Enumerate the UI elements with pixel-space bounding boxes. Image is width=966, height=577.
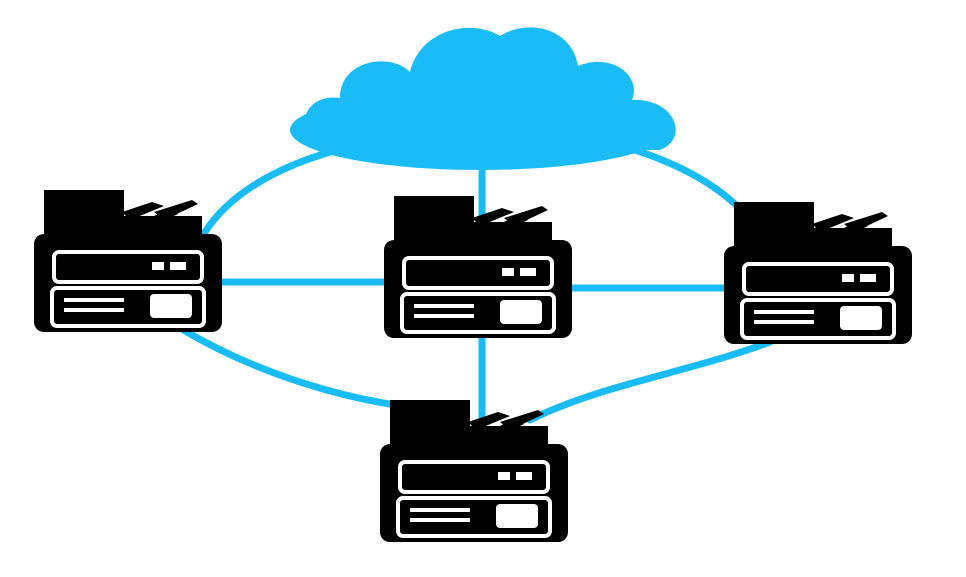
link-printer-right-to-printer-bottom — [526, 338, 774, 424]
printer-left — [32, 188, 224, 334]
cloud-icon — [290, 27, 676, 170]
printer-icon — [32, 188, 224, 334]
link-printer-left-to-printer-bottom — [176, 324, 400, 409]
printer-icon — [382, 194, 574, 340]
printer-center — [382, 194, 574, 340]
printer-right — [722, 200, 914, 346]
printer-icon — [378, 398, 570, 544]
printer-bottom — [378, 398, 570, 544]
printer-icon — [722, 200, 914, 346]
